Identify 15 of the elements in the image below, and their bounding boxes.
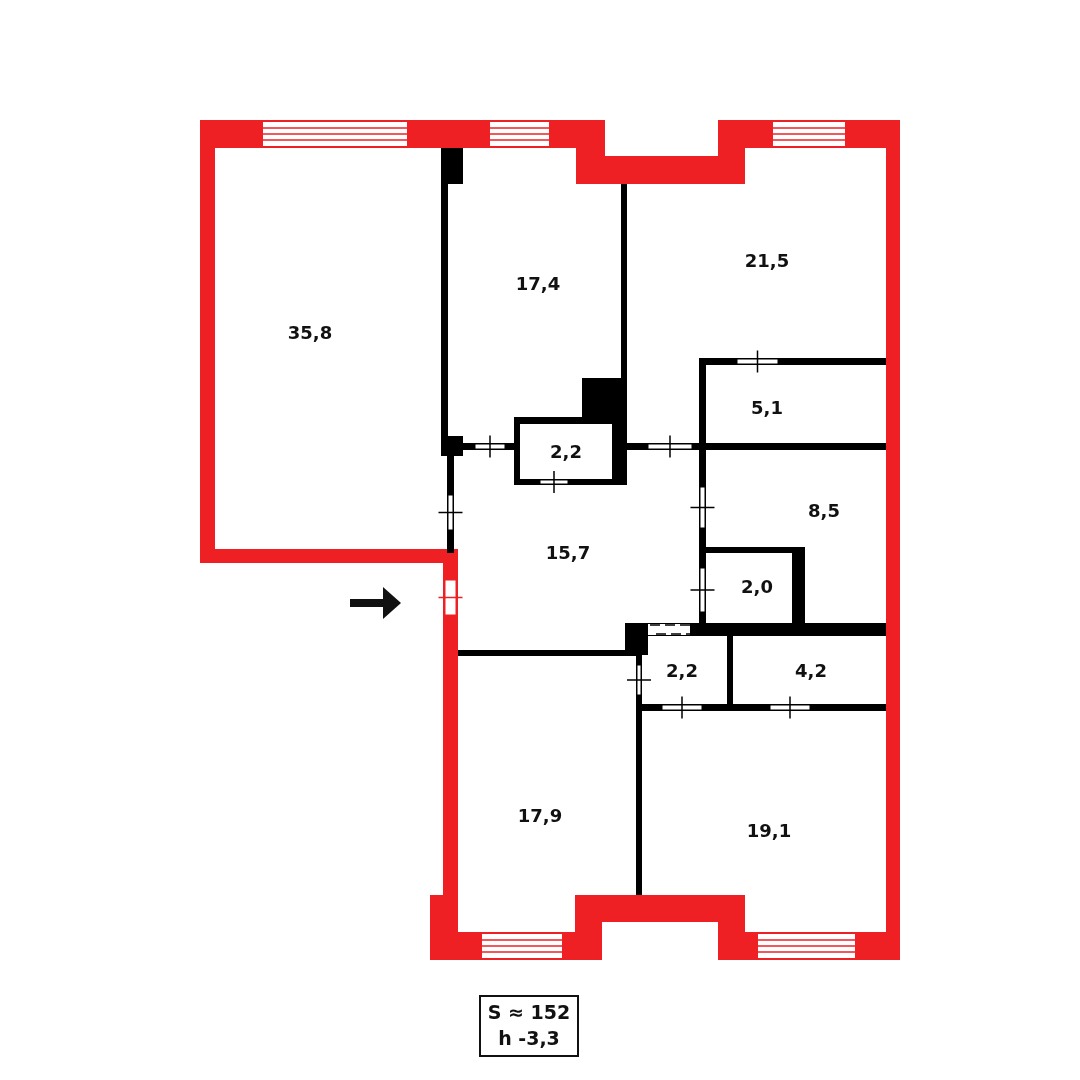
room-area-label: 19,1	[746, 819, 792, 841]
room-area-label: 17,4	[515, 272, 561, 294]
room-area-label: 2,0	[741, 575, 773, 597]
room-area-label: 8,5	[808, 499, 840, 521]
room-area-label: 5,1	[751, 396, 783, 418]
room-area-label: 2,2	[550, 440, 582, 462]
summary-box	[479, 995, 579, 1057]
summary-text: S ≈ 152	[487, 1000, 571, 1025]
room-area-label: 4,2	[795, 659, 827, 681]
room-area-label: 2,2	[666, 659, 698, 681]
room-area-label: 35,8	[287, 321, 333, 343]
room-area-label: 17,9	[517, 804, 563, 826]
room-area-label: 21,5	[744, 249, 790, 271]
summary-text: h -3,3	[497, 1026, 561, 1051]
room-area-label: 15,7	[545, 541, 591, 563]
